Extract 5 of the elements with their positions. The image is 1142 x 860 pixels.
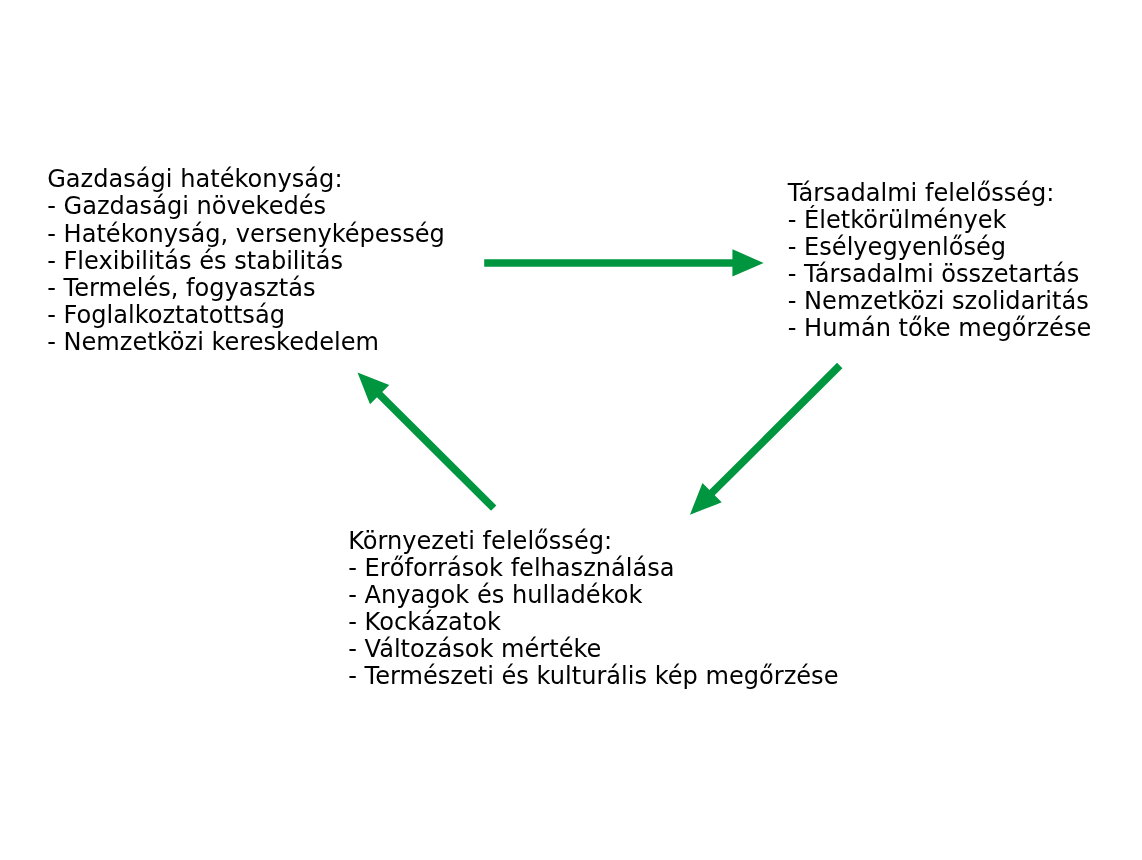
node-text: Környezeti felelősség: - Erőforrások felhasználása - Anyagok és hulladékok - Kockázatok - Változások mértéke - Természeti és kulturális kép megőrzése [348, 526, 839, 691]
node-text: Gazdasági hatékonyság: - Gazdasági növekedés - Hatékonyság, versenyképesség - Flexibilitás és stabilitás - Termelés, fogyasztás - Foglalkoztatottság - Nemzetközi kereskedelem [47, 165, 445, 356]
arrow [689, 362, 843, 515]
node-text: Társadalmi felelősség: - Életkörülmények - Esélyegyenlőség - Társadalmi összetartás - Nemzetközi szolidaritás - Humán tőke megőrzése [787, 178, 1092, 343]
arrow [357, 372, 497, 511]
